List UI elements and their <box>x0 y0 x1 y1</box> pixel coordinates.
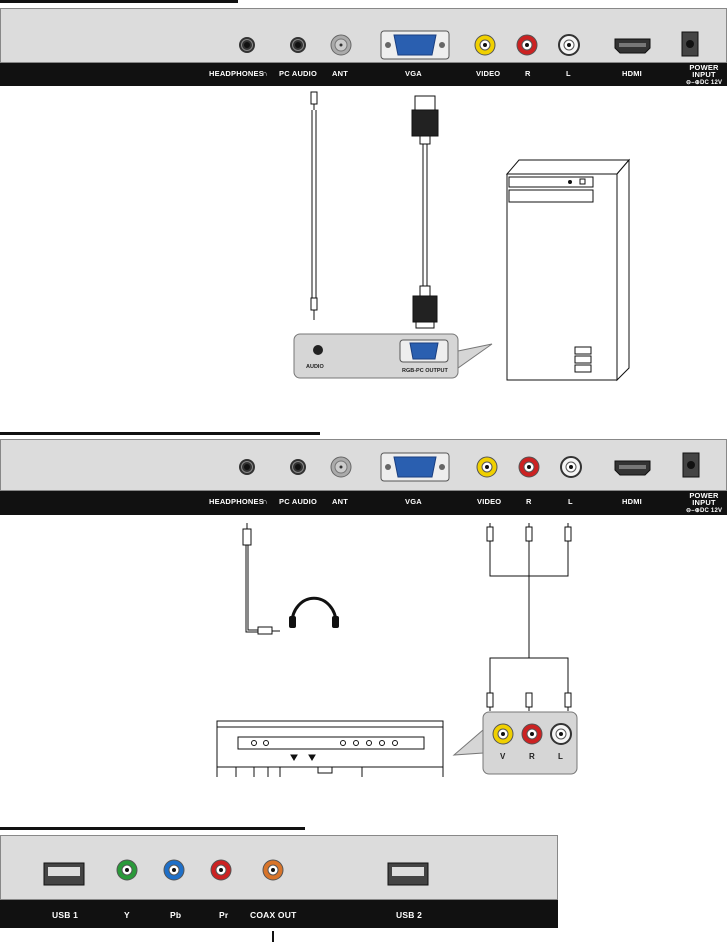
label-headphones: HEADPHONES <box>209 497 264 506</box>
section3-side-panel <box>0 835 558 900</box>
label-usb1: USB 1 <box>52 910 78 920</box>
label-power: POWER INPUT ⊖–⊕DC 12V <box>686 64 722 87</box>
av-label-v: V <box>500 752 505 761</box>
y-component-jack-icon <box>117 860 137 880</box>
label-pr: Pr <box>219 910 228 920</box>
section1-header-rule <box>0 0 238 3</box>
hdmi-port-icon <box>615 461 650 475</box>
label-pb: Pb <box>170 910 181 920</box>
label-power: POWER INPUT ⊖–⊕DC 12V <box>686 492 722 515</box>
av-label-r: R <box>529 752 535 761</box>
av-right-jack-icon <box>522 724 542 744</box>
section2-label-bar: HEADPHONES ∩ PC AUDIO ANT VGA VIDEO R L … <box>0 491 727 515</box>
audio-cable <box>311 92 317 320</box>
power-input-jack-icon <box>683 453 699 477</box>
pc-audio-out-jack-icon <box>313 345 323 355</box>
label-usb2: USB 2 <box>396 910 422 920</box>
label-headphones: HEADPHONES <box>209 69 264 78</box>
pr-component-jack-icon <box>211 860 231 880</box>
av-output-box <box>454 712 577 774</box>
headphone-symbol-icon: ∩ <box>262 497 268 506</box>
coax-out-jack-icon <box>263 860 283 880</box>
section2-diagram <box>0 515 727 805</box>
dvd-player <box>217 721 443 777</box>
vga-port-icon <box>381 31 449 59</box>
antenna-jack-icon <box>331 35 351 55</box>
audio-right-rca-jack-icon <box>519 457 539 477</box>
label-dc: DC 12V <box>700 508 722 514</box>
headphone-cable <box>243 523 280 634</box>
label-video: VIDEO <box>477 497 501 506</box>
rca-av-cable <box>487 523 571 711</box>
headphones-jack-icon <box>239 459 255 475</box>
pc-audio-label: AUDIO <box>306 364 324 370</box>
section2-rear-panel <box>0 439 727 491</box>
label-hdmi: HDMI <box>622 497 642 506</box>
vga-port-icon <box>381 453 449 481</box>
section1-rear-panel <box>0 8 727 63</box>
pc-tower <box>507 160 629 380</box>
audio-right-rca-jack-icon <box>517 35 537 55</box>
audio-left-rca-jack-icon <box>561 457 581 477</box>
label-y: Y <box>124 910 130 920</box>
power-polarity-icon: ⊖–⊕ <box>686 508 700 514</box>
label-vga: VGA <box>405 497 422 506</box>
label-vga: VGA <box>405 69 422 78</box>
pc-audio-jack-icon <box>290 459 306 475</box>
av-left-jack-icon <box>551 724 571 744</box>
av-label-l: L <box>558 752 563 761</box>
headphone-symbol-icon: ∩ <box>262 69 268 78</box>
label-r: R <box>525 69 531 78</box>
video-rca-jack-icon <box>475 35 495 55</box>
rgb-pc-output-port-icon <box>400 340 448 362</box>
pc-audio-jack-icon <box>290 37 306 53</box>
audio-left-rca-jack-icon <box>559 35 579 55</box>
label-hdmi: HDMI <box>622 69 642 78</box>
headphones-icon <box>289 598 339 628</box>
antenna-jack-icon <box>331 457 351 477</box>
label-l: L <box>568 497 573 506</box>
hdmi-port-icon <box>615 39 650 53</box>
headphones-jack-icon <box>239 37 255 53</box>
label-r: R <box>526 497 532 506</box>
power-input-jack-icon <box>682 32 698 56</box>
rgb-pc-output-label: RGB-PC OUTPUT <box>402 368 448 374</box>
section3-header-rule <box>0 827 305 830</box>
section2-panel-jacks <box>0 439 727 491</box>
usb1-port-icon <box>44 863 84 885</box>
section2-header-rule <box>0 432 320 435</box>
label-l: L <box>566 69 571 78</box>
vga-cable <box>412 96 438 328</box>
label-ant: ANT <box>332 497 348 506</box>
label-power-line2: INPUT <box>692 70 716 79</box>
pb-component-jack-icon <box>164 860 184 880</box>
label-coax-out: COAX OUT <box>250 910 296 920</box>
section1-diagram <box>0 86 727 426</box>
label-pc-audio: PC AUDIO <box>279 497 317 506</box>
video-rca-jack-icon <box>477 457 497 477</box>
section1-panel-jacks <box>0 8 727 63</box>
section3-label-bar: USB 1 Y Pb Pr COAX OUT USB 2 <box>0 900 558 928</box>
label-video: VIDEO <box>476 69 500 78</box>
label-power-line2: INPUT <box>692 498 716 507</box>
coax-cable-stub <box>272 931 274 942</box>
usb2-port-icon <box>388 863 428 885</box>
label-ant: ANT <box>332 69 348 78</box>
av-video-jack-icon <box>493 724 513 744</box>
section3-panel-jacks <box>0 835 558 900</box>
pc-rear-box <box>294 334 492 378</box>
label-pc-audio: PC AUDIO <box>279 69 317 78</box>
section1-label-bar: HEADPHONES ∩ PC AUDIO ANT VGA VIDEO R L … <box>0 63 727 86</box>
